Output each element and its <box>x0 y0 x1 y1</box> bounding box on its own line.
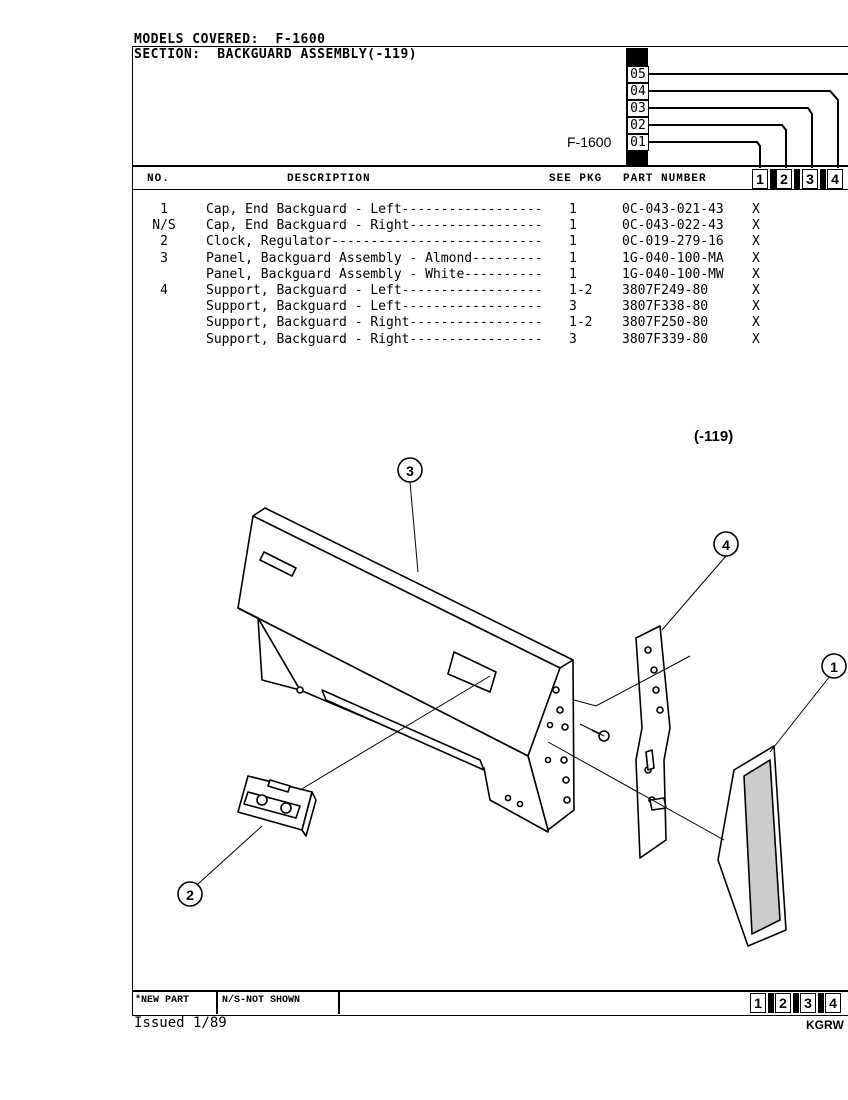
part-qty: 1-2 <box>569 282 593 298</box>
issued-date: Issued 1/89 <box>134 1015 227 1031</box>
part-description: Support, Backguard - Right--------------… <box>206 331 543 347</box>
col-part-number: PART NUMBER <box>623 173 707 185</box>
col-divider-1 <box>770 169 776 189</box>
callout-4: 4 <box>722 537 730 553</box>
version-03: 03 <box>627 100 649 117</box>
table-row: 2 Clock, Regulator-----------------------… <box>140 234 772 250</box>
clock-regulator <box>237 775 317 837</box>
part-description: Cap, End Backguard - Right--------------… <box>206 218 543 234</box>
table-row: 1 Cap, End Backguard - Left--------------… <box>140 202 772 218</box>
col-version-1: 1 <box>752 169 768 189</box>
footer-version-2: 2 <box>775 993 791 1013</box>
callout-2-circle <box>177 881 203 907</box>
page-frame <box>132 46 848 1016</box>
document-code: KGRW <box>806 1018 844 1032</box>
callout-1-circle <box>821 653 847 679</box>
col-version-2: 2 <box>776 169 792 189</box>
part-version-1: X <box>752 331 760 347</box>
exploded-diagram: 3 4 1 2 <box>177 457 847 947</box>
part-no: 4 <box>160 282 168 298</box>
part-qty: 1-2 <box>569 315 593 331</box>
part-version-1: X <box>752 202 760 217</box>
part-number: 3807F339-80 <box>622 331 709 347</box>
table-row: 4 Support, Backguard - Left--------------… <box>140 283 772 299</box>
part-description: Support, Backguard - Left---------------… <box>206 299 543 315</box>
model-label: F-1600 <box>567 134 612 150</box>
callout-3-circle <box>397 457 423 483</box>
footer-version-3: 3 <box>800 993 816 1013</box>
part-number: 3807F338-80 <box>622 299 709 315</box>
footer-version-4: 4 <box>825 993 841 1013</box>
col-no: NO. <box>147 173 170 185</box>
part-number: 0C-043-022-43 <box>622 218 724 234</box>
part-number: 0C-019-279-16 <box>622 234 724 250</box>
part-qty: 1 <box>569 218 577 234</box>
backguard-panel <box>237 507 575 833</box>
part-number: 1G-040-100-MW <box>622 266 724 282</box>
part-version-1: X <box>752 250 760 266</box>
col-divider-3 <box>820 169 826 189</box>
footer-divider-b <box>793 993 799 1013</box>
new-part-legend: *NEW PART <box>135 995 190 1006</box>
part-number: 3807F250-80 <box>622 315 709 331</box>
table-row: Panel, Backguard Assembly - White-------… <box>140 267 772 283</box>
part-description: Support, Backguard - Left---------------… <box>206 282 543 298</box>
col-description: DESCRIPTION <box>287 173 371 185</box>
support-backguard <box>635 625 671 859</box>
part-description: Clock, Regulator------------------------… <box>206 234 543 250</box>
part-qty: 3 <box>569 299 577 315</box>
version-leader-lines <box>648 73 848 168</box>
callout-3: 3 <box>406 463 414 479</box>
part-qty: 1 <box>569 250 577 266</box>
parts-table: 1 Cap, End Backguard - Left--------------… <box>140 202 772 348</box>
footer-divider-1 <box>216 990 218 1014</box>
part-no: N/S <box>152 218 176 234</box>
part-description: Support, Backguard - Right--------------… <box>206 315 543 331</box>
col-divider-2 <box>794 169 800 189</box>
callout-2: 2 <box>186 887 194 903</box>
models-covered: MODELS COVERED: F-1600 <box>134 32 326 47</box>
part-qty: 1 <box>569 234 577 250</box>
part-qty: 1 <box>569 202 577 217</box>
callout-4-circle <box>713 531 739 557</box>
header-rule-bottom <box>132 189 848 190</box>
table-row: Support, Backguard - Right--------------… <box>140 315 772 331</box>
part-no: 1 <box>160 202 168 217</box>
part-version-1: X <box>752 282 760 298</box>
part-number: 0C-043-021-43 <box>622 202 724 217</box>
part-version-1: X <box>752 234 760 250</box>
part-no: 2 <box>160 234 168 250</box>
section-title: SECTION: BACKGUARD ASSEMBLY(-119) <box>134 47 418 62</box>
part-description: Panel, Backguard Assembly - Almond------… <box>206 250 543 266</box>
part-description: Panel, Backguard Assembly - White-------… <box>206 266 543 282</box>
footer-divider-c <box>818 993 824 1013</box>
part-qty: 3 <box>569 331 577 347</box>
end-cap <box>717 745 787 947</box>
footer-version-1: 1 <box>750 993 766 1013</box>
part-version-1: X <box>752 218 760 234</box>
footer-divider-2 <box>338 990 340 1014</box>
not-shown-legend: N/S-NOT SHOWN <box>222 995 301 1006</box>
part-number: 3807F249-80 <box>622 282 709 298</box>
part-description: Cap, End Backguard - Left---------------… <box>206 202 543 217</box>
part-version-1: X <box>752 299 760 315</box>
part-version-1: X <box>752 266 760 282</box>
callout-1: 1 <box>830 659 838 675</box>
table-row: 3 Panel, Backguard Assembly - Almond-----… <box>140 251 772 267</box>
table-row: N/S Cap, End Backguard - Right-----------… <box>140 218 772 234</box>
section-reference: (-119) <box>694 428 734 445</box>
part-qty: 1 <box>569 266 577 282</box>
part-number: 1G-040-100-MA <box>622 250 724 266</box>
part-no: 3 <box>160 250 168 266</box>
footer-divider-a <box>768 993 774 1013</box>
col-see-pkg: SEE PKG <box>549 173 603 185</box>
table-row: Support, Backguard - Left---------------… <box>140 299 772 315</box>
col-version-3: 3 <box>802 169 818 189</box>
col-version-4: 4 <box>827 169 843 189</box>
version-04: 04 <box>627 83 649 100</box>
footer-rule <box>132 990 848 992</box>
header-rule-top <box>132 165 848 167</box>
table-row: Support, Backguard - Right--------------… <box>140 332 772 348</box>
part-version-1: X <box>752 315 760 331</box>
